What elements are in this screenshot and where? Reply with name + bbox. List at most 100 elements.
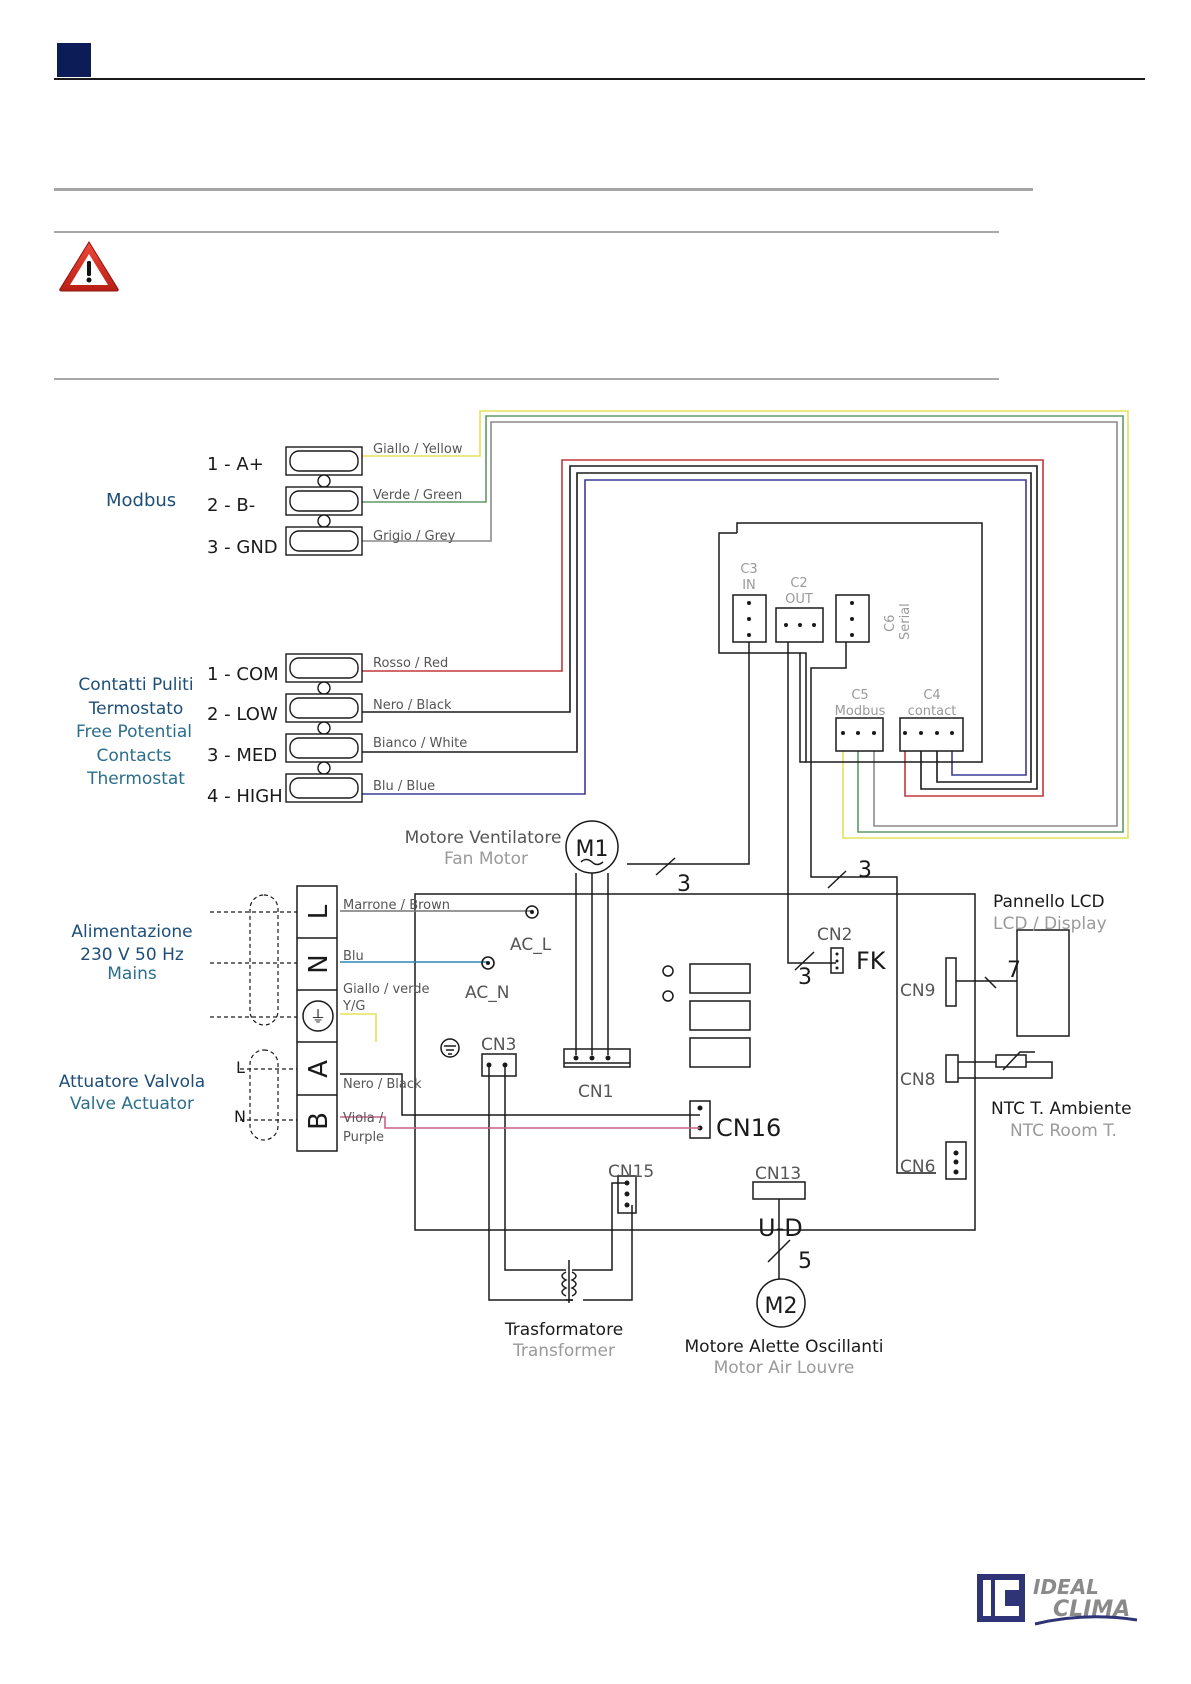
c2-label: OUT <box>785 592 813 607</box>
terminal-label: 1 - A+ <box>207 454 264 475</box>
mains-title: 230 V 50 Hz <box>80 945 184 965</box>
wire-label: Marrone / Brown <box>343 898 450 913</box>
wire-red <box>362 459 1044 797</box>
wire-blue <box>362 479 1027 795</box>
valve-n-label: N <box>234 1107 246 1126</box>
contacts-title: Termostato <box>88 699 184 719</box>
connector-cn15 <box>617 1175 637 1214</box>
wire-count: 3 <box>798 965 812 990</box>
modbus-title: Modbus <box>106 490 176 511</box>
wire-green <box>362 415 1124 833</box>
wire-count: 3 <box>677 872 691 897</box>
terminal-a: A <box>304 1060 334 1078</box>
cn16-label: CN16 <box>716 1114 781 1142</box>
wire-black <box>362 465 1038 790</box>
c3-label: IN <box>742 578 756 593</box>
logo-text-ideal: IDEAL <box>1033 1575 1099 1599</box>
c6-label: Serial <box>898 603 913 640</box>
c5-label: Modbus <box>835 704 886 719</box>
connector-cn2 <box>830 947 844 974</box>
connector-cn13 <box>752 1181 806 1200</box>
wire-label: Purple <box>343 1130 384 1145</box>
louvre-motor-symbol-label: M2 <box>765 1294 798 1319</box>
connector-cn16 <box>689 1100 711 1139</box>
wire-label: Nero / Black <box>343 1077 422 1092</box>
lcd-panel <box>1016 929 1070 1037</box>
divider <box>54 378 999 380</box>
connector-cn3 <box>481 1053 517 1077</box>
terminal-block-contacts <box>285 653 363 803</box>
terminal-block-modbus <box>285 446 363 556</box>
louvre-motor-symbol <box>756 1278 806 1328</box>
transformer-title: Trasformatore <box>504 1320 623 1340</box>
company-logo: IDEAL CLIMA <box>977 1574 1138 1626</box>
terminal-n: N <box>304 954 334 973</box>
terminal-label: 3 - MED <box>207 745 277 766</box>
earth-icon: ⏚ <box>310 1007 326 1026</box>
mains-terminal-strip <box>296 885 338 1152</box>
ac-l-label: AC_L <box>510 935 552 955</box>
wire-label: Giallo / verde <box>343 982 430 997</box>
wire-white <box>362 472 1032 783</box>
valve-l-label: L <box>236 1058 245 1077</box>
cn15-label: CN15 <box>608 1162 654 1182</box>
terminal-label: 2 - B- <box>207 495 255 516</box>
wire-label: Viola / <box>343 1111 384 1126</box>
wire-label: Nero / Black <box>373 698 452 713</box>
c4-label: contact <box>908 704 957 719</box>
cn3-label: CN3 <box>481 1035 516 1055</box>
connector-cn1 <box>563 1048 631 1068</box>
mains-title: Alimentazione <box>71 922 192 942</box>
valve-subtitle: Valve Actuator <box>70 1094 194 1114</box>
c3-label: C3 <box>740 562 757 577</box>
lcd-subtitle: LCD / Display <box>993 914 1107 934</box>
terminal-label: 1 - COM <box>207 664 279 685</box>
contacts-title: Contatti Puliti <box>78 675 193 695</box>
section-marker <box>57 43 91 77</box>
wire-count: 5 <box>798 1249 812 1274</box>
cn13-label: CN13 <box>755 1164 801 1184</box>
header-rule <box>54 78 1145 80</box>
fan-motor-title: Motore Ventilatore <box>405 828 562 848</box>
fk-label: FK <box>856 947 887 975</box>
cn1-label: CN1 <box>578 1082 613 1102</box>
connector-cn6 <box>945 1141 967 1180</box>
cn8-label: CN8 <box>900 1070 935 1090</box>
louvre-motor-title: Motore Alette Oscillanti <box>685 1337 884 1357</box>
wire-label: Verde / Green <box>373 488 462 503</box>
c4-label: C4 <box>923 688 940 703</box>
cn2-label: CN2 <box>817 925 852 945</box>
mains-title: Mains <box>107 964 157 984</box>
wire-grey <box>362 421 1118 827</box>
louvre-motor-subtitle: Motor Air Louvre <box>714 1358 855 1378</box>
cn6-label: CN6 <box>900 1157 935 1177</box>
terminal-label: 2 - LOW <box>207 704 278 725</box>
terminal-label: 3 - GND <box>207 537 278 558</box>
wire-label: Y/G <box>342 999 365 1014</box>
wire-count: 7 <box>1007 958 1021 983</box>
ud-label: U-D <box>758 1214 803 1242</box>
lcd-title: Pannello LCD <box>993 892 1105 912</box>
c5-label: C5 <box>851 688 868 703</box>
contacts-title: Free Potential <box>76 722 192 742</box>
fan-motor-subtitle: Fan Motor <box>444 849 528 869</box>
connector-cn8 <box>945 1054 959 1083</box>
terminal-label: 4 - HIGH <box>207 786 283 807</box>
main-pcb <box>414 893 976 1231</box>
connector-cn9 <box>945 957 957 1007</box>
wire-label: Giallo / Yellow <box>373 442 463 457</box>
contacts-title: Contacts <box>97 746 172 766</box>
ntc-subtitle: NTC Room T. <box>1010 1121 1117 1141</box>
divider <box>54 231 999 233</box>
terminal-b: B <box>304 1112 334 1130</box>
fan-motor-symbol-label: M1 <box>576 837 609 862</box>
terminal-l: L <box>304 904 334 919</box>
divider <box>54 188 1033 191</box>
cn9-label: CN9 <box>900 981 935 1001</box>
wire-label: Blu / Blue <box>373 779 435 794</box>
connector-c4 <box>899 717 964 752</box>
wire-label: Grigio / Grey <box>373 529 456 544</box>
ntc-title: NTC T. Ambiente <box>991 1099 1132 1119</box>
contacts-title: Thermostat <box>86 769 185 789</box>
